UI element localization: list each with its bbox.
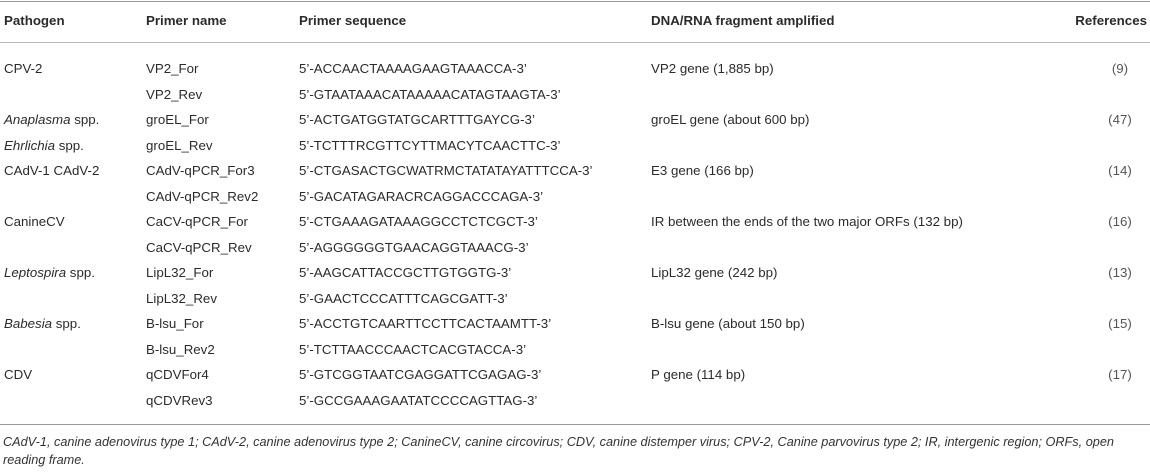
primer-sequence-cell: 5’-GACATAGARACRCAGGACCCAGA-3’ xyxy=(299,188,544,204)
header-rule xyxy=(0,42,1150,43)
table-footnote: CAdV-1, canine adenovirus type 1; CAdV-2… xyxy=(3,435,1114,467)
primer-sequence-cell: 5’-AGGGGGGTGAACAGGTAAACG-3’ xyxy=(299,239,529,255)
primer-sequence-cell: 5’-GCCGAAAGAATATCCCCAGTTAG-3’ xyxy=(299,392,538,408)
fragment-cell: VP2 gene (1,885 bp) xyxy=(651,61,774,76)
primer-name-cell: CAdV-qPCR_Rev2 xyxy=(146,188,259,204)
reference-cell: (15) xyxy=(1108,316,1132,331)
pathogen-suffix: spp. xyxy=(70,112,100,127)
pathogen-cell: CanineCV xyxy=(4,214,65,230)
header-fragment-amplified: DNA/RNA fragment amplified xyxy=(651,13,835,28)
pathogen-suffix: spp. xyxy=(66,265,95,280)
pathogen-cell: CDV xyxy=(4,367,32,383)
header-primer-name: Primer name xyxy=(146,13,227,28)
primer-sequence-cell: 5’-ACCAACTAAAAGAAGTAAACCA-3’ xyxy=(299,61,527,76)
reference-cell: (14) xyxy=(1108,163,1132,178)
table-top-rule xyxy=(0,1,1150,2)
pathogen-name: CDV xyxy=(4,367,33,382)
primer-name-cell: groEL_Rev xyxy=(146,137,213,153)
primer-sequence-cell: 5’-CTGAAAGATAAAGGCCTCTCGCT-3’ xyxy=(299,214,538,229)
pathogen-cell: Leptospira spp. xyxy=(4,265,95,281)
pathogen-name: CanineCV xyxy=(4,214,65,229)
fragment-cell: IR between the ends of the two major ORF… xyxy=(651,214,963,229)
primer-name-cell: B-lsu_Rev2 xyxy=(146,341,215,357)
pathogen-genus: Babesia xyxy=(4,316,53,331)
pathogen-cell: Anaplasma spp. xyxy=(4,112,99,128)
primer-sequence-cell: 5’-GTAATAAACATAAAAACATAGTAAGTA-3’ xyxy=(299,86,561,102)
primer-name-cell: groEL_For xyxy=(146,112,209,127)
primer-sequence-cell: 5’-GAACTCCCATTTCAGCGATT-3’ xyxy=(299,290,508,306)
reference-cell: (13) xyxy=(1108,265,1132,280)
pathogen-cell: Ehrlichia spp. xyxy=(4,138,84,154)
primer-name-cell: LipL32_Rev xyxy=(146,290,217,306)
header-primer-sequence: Primer sequence xyxy=(299,13,407,28)
primer-sequence-cell: 5’-GTCGGTAATCGAGGATTCGAGAG-3’ xyxy=(299,367,542,382)
fragment-cell: P gene (114 bp) xyxy=(651,367,746,382)
pathogen-suffix: spp. xyxy=(55,137,84,153)
reference-cell: (17) xyxy=(1108,367,1132,382)
fragment-cell: LipL32 gene (242 bp) xyxy=(651,265,778,280)
primer-name-cell: B-lsu_For xyxy=(146,316,204,331)
primer-name-cell: CaCV-qPCR_Rev xyxy=(146,239,252,255)
table-bottom-rule xyxy=(0,424,1150,425)
fragment-cell: E3 gene (166 bp) xyxy=(651,163,754,178)
primer-name-cell: CaCV-qPCR_For xyxy=(146,214,248,229)
fragment-cell: groEL gene (about 600 bp) xyxy=(651,112,810,127)
pathogen-genus: Leptospira xyxy=(4,265,67,280)
reference-cell: (47) xyxy=(1108,112,1132,127)
pathogen-genus: Anaplasma xyxy=(4,112,71,127)
primer-sequence-cell: 5’-TCTTAACCCAACTCACGTACCA-3’ xyxy=(299,341,527,357)
primer-sequence-cell: 5’-ACTGATGGTATGCARTTTGAYCG-3’ xyxy=(299,112,535,127)
primer-name-cell: VP2_Rev xyxy=(146,86,203,102)
primer-sequence-cell: 5’-CTGASACTGCWATRMCTATATAYATTTCCA-3’ xyxy=(299,163,593,178)
primer-name-cell: LipL32_For xyxy=(146,265,214,280)
reference-cell: (16) xyxy=(1108,214,1132,229)
primer-sequence-cell: 5’-ACCTGTCAARTTCCTTCACTAAMTT-3’ xyxy=(299,316,552,331)
pathogen-name: CPV-2 xyxy=(4,61,43,76)
pathogen-cell: CAdV-1 CAdV-2 xyxy=(4,163,99,179)
primer-name-cell: CAdV-qPCR_For3 xyxy=(146,163,255,178)
pathogen-suffix: spp. xyxy=(52,316,81,331)
pathogen-genus: Ehrlichia xyxy=(4,137,55,153)
primer-sequence-cell: 5’-AAGCATTACCGCTTGTGGTG-3’ xyxy=(299,265,512,280)
header-pathogen: Pathogen xyxy=(4,13,65,28)
primer-name-cell: VP2_For xyxy=(146,61,199,76)
pathogen-name: CAdV-1 CAdV-2 xyxy=(4,163,100,178)
primer-name-cell: qCDVFor4 xyxy=(146,367,209,382)
primer-name-cell: qCDVRev3 xyxy=(146,392,213,408)
header-references: References xyxy=(1075,13,1147,28)
pathogen-cell: Babesia spp. xyxy=(4,316,81,332)
fragment-cell: B-lsu gene (about 150 bp) xyxy=(651,316,805,331)
primer-sequence-cell: 5’-TCTTTRCGTTCYTTMACYTCAACTTC-3’ xyxy=(299,137,561,153)
pathogen-cell: CPV-2 xyxy=(4,61,42,77)
reference-cell: (9) xyxy=(1111,61,1129,76)
